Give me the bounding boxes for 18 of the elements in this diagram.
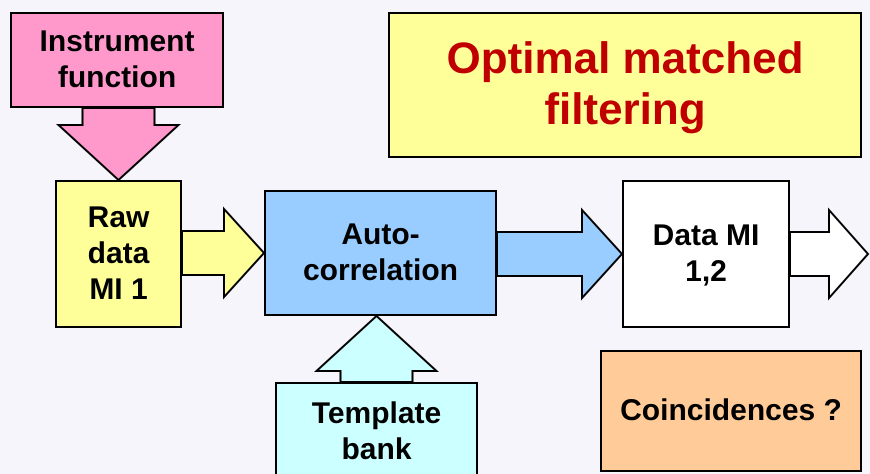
block-arrow	[496, 207, 624, 301]
process-box	[264, 190, 497, 316]
process-box	[622, 180, 790, 328]
block-arrow	[314, 314, 440, 383]
node-label: Template bank	[310, 396, 442, 468]
process-box	[55, 180, 182, 328]
node-label: Instrument function	[38, 24, 196, 96]
block-arrow	[789, 207, 870, 301]
title: Optimal matched filtering	[446, 34, 804, 136]
node-label: Raw data MI 1	[86, 200, 150, 308]
block-arrow	[56, 107, 182, 182]
node-label: Coincidences ?	[619, 393, 843, 429]
block-arrow	[181, 206, 266, 300]
process-box	[600, 350, 862, 472]
node-label: Auto- correlation	[302, 217, 460, 289]
process-box	[275, 382, 478, 474]
node-label: Data MI 1,2	[652, 218, 760, 290]
process-box	[10, 12, 224, 108]
